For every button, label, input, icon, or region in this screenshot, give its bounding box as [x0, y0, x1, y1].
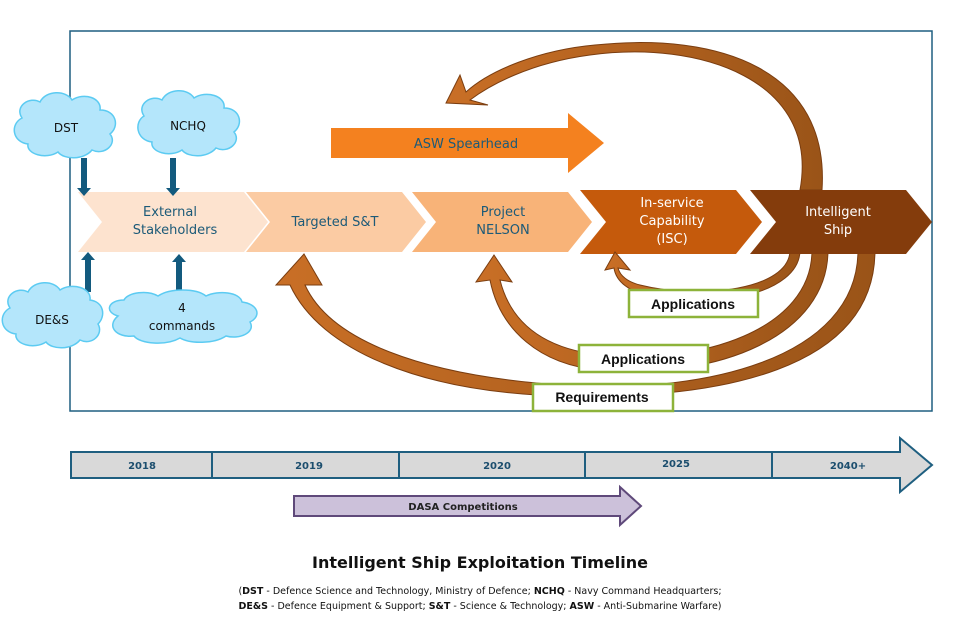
stage-intelligent-ship: Intelligent Ship	[750, 190, 932, 254]
footnote-abbr: S&T	[428, 601, 451, 612]
footnote-line-2: DE&S - Defence Equipment & Support; S&T …	[0, 601, 960, 612]
stage-label-line1: Intelligent	[805, 205, 871, 220]
timeline-arrow: 2018 2019 2020 2025 2040+	[70, 435, 934, 495]
footnote-abbr: DST	[242, 586, 264, 597]
stage-label-line2: Ship	[824, 223, 852, 238]
stage-label-line1: External	[143, 205, 197, 220]
diagram-frame	[69, 30, 933, 412]
arrow-dst-down-icon	[77, 158, 91, 196]
stage-project-nelson: Project NELSON	[412, 192, 592, 252]
requirements-label: Requirements	[555, 389, 649, 405]
cloud-des: DE&S	[1, 282, 104, 349]
stage-targeted-st: Targeted S&T	[246, 192, 426, 252]
label-applications-nelson: Applications	[577, 343, 710, 374]
stage-label-line2: Stakeholders	[133, 223, 218, 238]
timeline-year-2025: 2025	[662, 459, 690, 470]
stage-label-line2: NELSON	[476, 223, 529, 238]
stage-label-line1: In-service	[640, 196, 703, 211]
dasa-label: DASA Competitions	[408, 502, 517, 513]
dasa-competitions-arrow: DASA Competitions	[293, 484, 643, 528]
timeline-year-2019: 2019	[295, 461, 323, 472]
cloud-dst: DST	[13, 92, 117, 159]
footnote-paren: (	[238, 586, 243, 597]
cloud-commands-line2: commands	[149, 319, 215, 333]
cloud-nchq: NCHQ	[137, 90, 241, 157]
footnote-text: - Science & Technology;	[450, 601, 570, 612]
footnote-text: - Defence Equipment & Support;	[268, 601, 429, 612]
cloud-commands-line1: 4	[178, 301, 186, 315]
asw-spearhead-arrow: ASW Spearhead	[331, 113, 604, 173]
footnote-abbr: ASW	[569, 601, 595, 612]
feedback-arrow-to-spearhead	[445, 42, 823, 191]
stage-label-line3: (ISC)	[656, 232, 687, 247]
stage-label-line1: Targeted S&T	[291, 215, 379, 230]
feedback-arrow-to-targeted-st	[274, 249, 876, 397]
cloud-4-commands: 4 commands	[108, 289, 258, 344]
feedback-arrow-to-nelson	[474, 249, 829, 372]
footnote-text: - Anti-Submarine Warfare)	[594, 601, 722, 612]
stakeholder-connectors	[77, 158, 186, 300]
timeline-year-2020: 2020	[483, 461, 511, 472]
arrow-commands-up-icon	[172, 254, 186, 300]
asw-spearhead-label: ASW Spearhead	[414, 137, 518, 152]
footnote-line-1: (DST - Defence Science and Technology, M…	[0, 586, 960, 597]
footnote-abbr: NCHQ	[533, 586, 565, 597]
timeline-year-2040: 2040+	[830, 461, 866, 472]
stage-in-service-capability: In-service Capability (ISC)	[580, 190, 762, 254]
cloud-nchq-label: NCHQ	[170, 119, 206, 133]
applications-label-2: Applications	[601, 351, 685, 367]
arrow-des-up-icon	[81, 252, 95, 292]
arrow-nchq-down-icon	[166, 158, 180, 196]
footnote-text: - Defence Science and Technology, Minist…	[263, 586, 534, 597]
label-applications-isc: Applications	[627, 288, 760, 319]
label-requirements: Requirements	[531, 382, 675, 413]
applications-label-1: Applications	[651, 296, 735, 312]
footnote-abbr: DE&S	[238, 601, 268, 612]
cloud-dst-label: DST	[54, 121, 79, 135]
footnote-text: - Navy Command Headquarters;	[564, 586, 722, 597]
cloud-des-label: DE&S	[35, 313, 69, 327]
timeline-year-2018: 2018	[128, 461, 156, 472]
stage-label-line1: Project	[481, 205, 525, 220]
stage-label-line2: Capability	[639, 214, 704, 229]
stage-external-stakeholders: External Stakeholders	[78, 192, 268, 252]
diagram-title: Intelligent Ship Exploitation Timeline	[312, 553, 648, 572]
